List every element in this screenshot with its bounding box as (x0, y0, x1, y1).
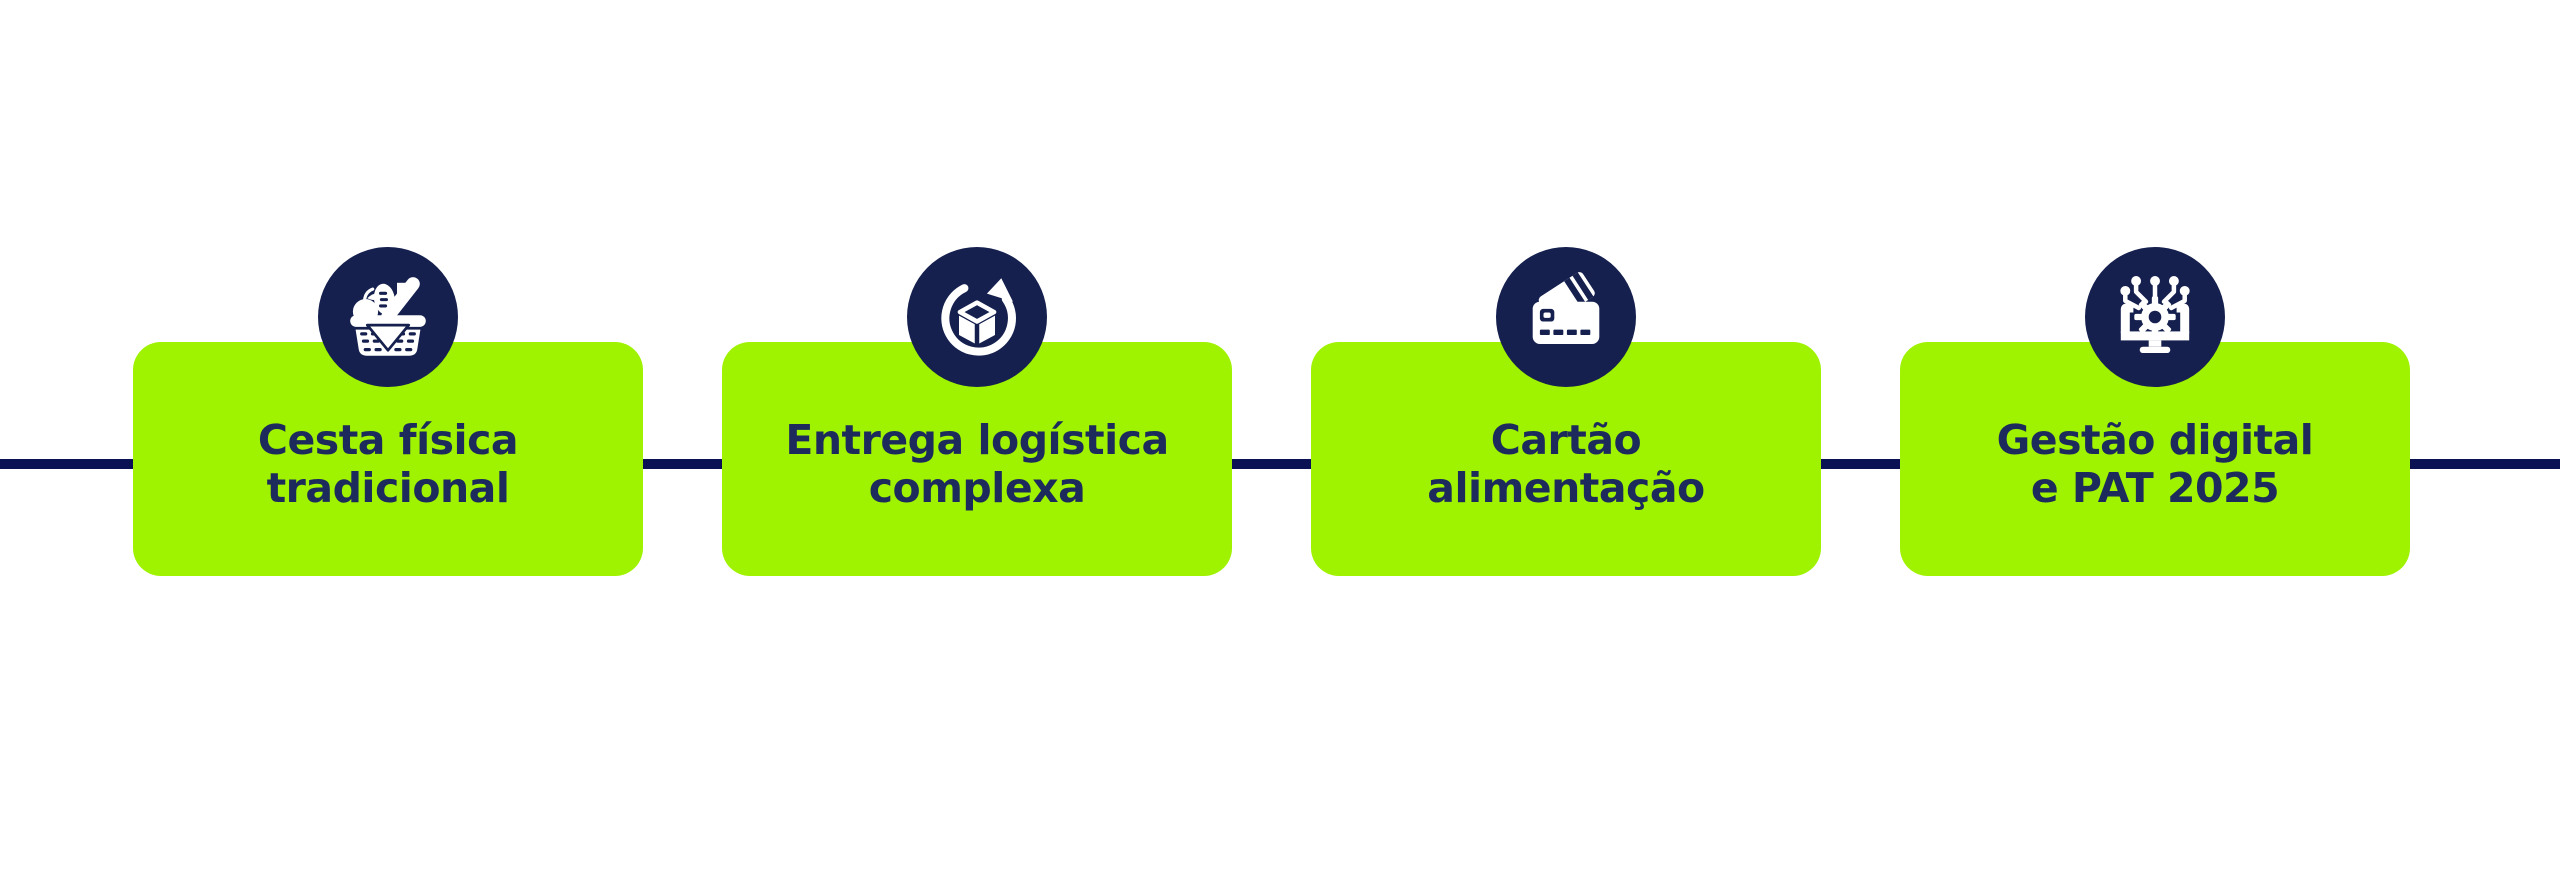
card-label: Entrega logística complexa (785, 415, 1169, 512)
icon-badge-circle (2085, 247, 2225, 387)
card-label: Gestão digital e PAT 2025 (1996, 415, 2314, 512)
card-label: Cartão alimentação (1427, 415, 1705, 512)
basket-icon (350, 277, 426, 356)
rotating-box-icon (941, 278, 1016, 356)
icon-badge-circle (907, 247, 1047, 387)
timeline-connector-line (0, 459, 2560, 469)
timeline-card-entrega-logistica: Entrega logística complexa (722, 247, 1232, 576)
icon-badge-circle (1496, 247, 1636, 387)
card-label: Cesta física tradicional (257, 415, 519, 512)
timeline-card-cartao-alimentacao: Cartão alimentação (1311, 247, 1821, 576)
icon-badge-circle (318, 247, 458, 387)
digital-management-icon (2120, 276, 2190, 353)
timeline-card-cesta-fisica: Cesta física tradicional (133, 247, 643, 576)
timeline-card-gestao-digital: Gestão digital e PAT 2025 (1900, 247, 2410, 576)
meal-card-icon (1532, 272, 1600, 344)
